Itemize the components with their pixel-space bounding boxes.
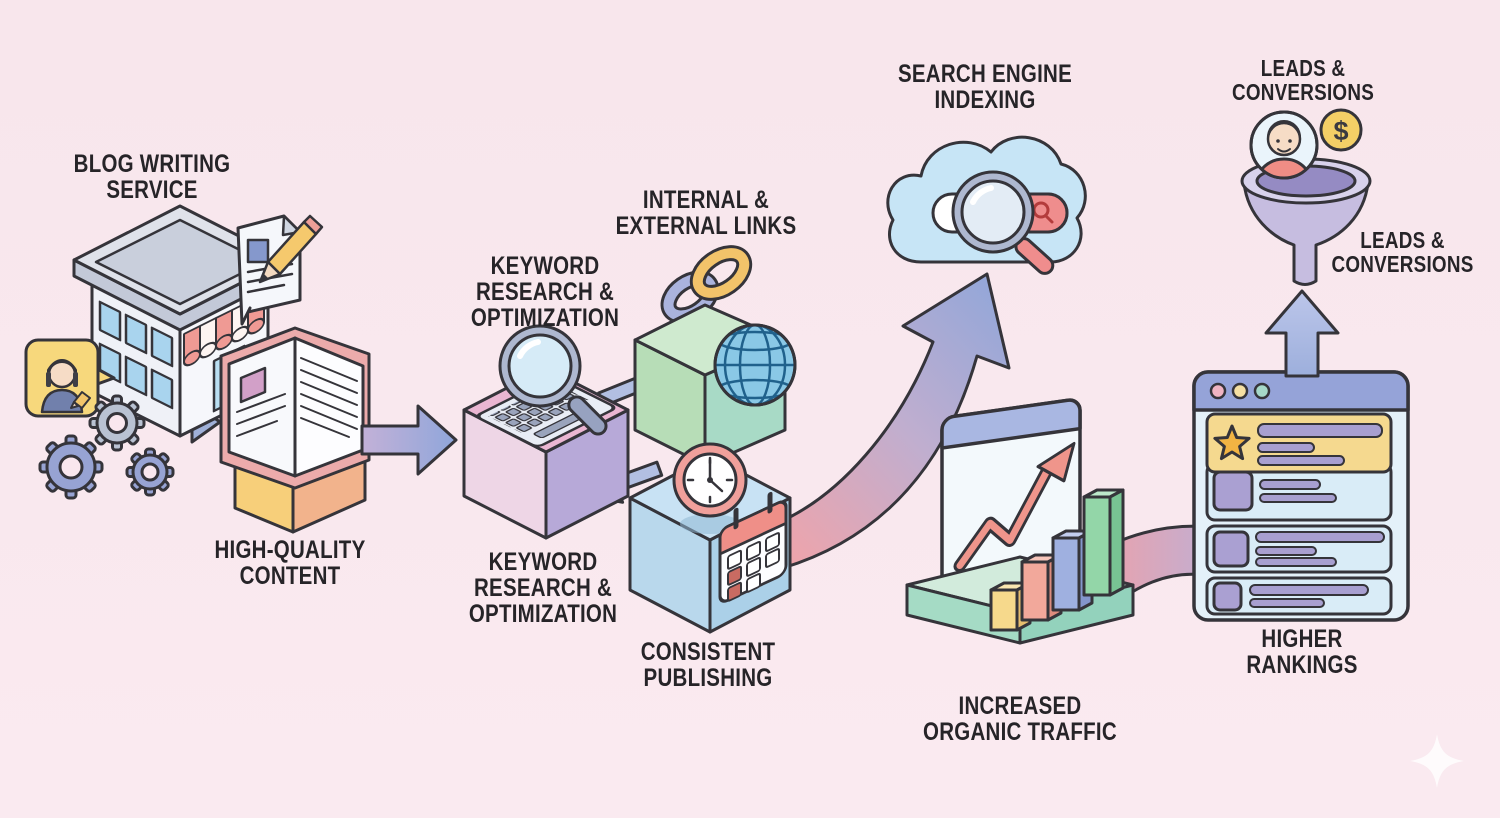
- label-blog-writing-service: BLOG WRITING SERVICE: [73, 150, 231, 204]
- label-increased-organic-traffic: INCREASED ORGANIC TRAFFIC: [923, 692, 1117, 746]
- label-high-quality-content: HIGH-QUALITY CONTENT: [214, 536, 366, 590]
- featured-result-row: [1205, 412, 1393, 474]
- links-cube-icon: [625, 235, 797, 470]
- person-avatar-icon: [1249, 110, 1319, 180]
- publishing-cube-icon: [625, 432, 800, 644]
- label-search-engine-indexing: SEARCH ENGINE INDEXING: [897, 60, 1073, 114]
- magnifier-icon: [951, 170, 1055, 275]
- label-leads-conversions-top: LEADS & CONVERSIONS: [1231, 55, 1375, 105]
- arrow-rankings-to-leads: [1262, 286, 1342, 381]
- book-icon: [205, 310, 380, 538]
- calendar-icon: [718, 491, 788, 603]
- bar: [1082, 488, 1125, 597]
- search-result-row: [1205, 576, 1393, 616]
- gear-icon: [125, 447, 175, 497]
- document-pencil-icon: [228, 212, 324, 327]
- arrow-publishing-to-indexing: [765, 262, 1025, 592]
- magnifier-icon: [498, 324, 608, 436]
- label-internal-external-links: INTERNAL & EXTERNAL LINKS: [615, 186, 797, 240]
- globe-icon: [713, 323, 797, 407]
- writer-avatar-icon: [22, 336, 117, 428]
- traffic-chart-icon: [895, 398, 1140, 688]
- clock-icon: [672, 442, 748, 518]
- label-higher-rankings: HIGHER RANKINGS: [1246, 625, 1358, 679]
- dollar-sign: $: [1333, 116, 1348, 146]
- gear-icon: [38, 434, 104, 500]
- gears-icon: [30, 390, 185, 508]
- arrow-content-to-keyword: [360, 400, 460, 482]
- window-dot-yellow: [1231, 382, 1249, 400]
- window-dot-green: [1253, 382, 1271, 400]
- label-keyword-research-bottom: KEYWORD RESEARCH & OPTIMIZATION: [468, 548, 618, 628]
- star-icon: [1213, 424, 1251, 461]
- gear-icon: [88, 394, 146, 452]
- dollar-coin-icon: $: [1319, 108, 1363, 152]
- label-leads-conversions-right: LEADS & CONVERSIONS: [1331, 227, 1474, 277]
- keyword-cube-icon: [458, 320, 633, 542]
- serp-browser-icon: [1190, 368, 1412, 626]
- label-keyword-research-top: KEYWORD RESEARCH & OPTIMIZATION: [470, 252, 620, 332]
- sparkle-icon: [1408, 732, 1466, 790]
- search-result-row: [1205, 524, 1393, 574]
- chart-panel: [940, 398, 1082, 601]
- funnel-icon: $: [1232, 95, 1387, 300]
- cloud-search-icon: [875, 112, 1095, 287]
- label-consistent-publishing: CONSISTENT PUBLISHING: [640, 638, 776, 692]
- window-dot-red: [1209, 382, 1227, 400]
